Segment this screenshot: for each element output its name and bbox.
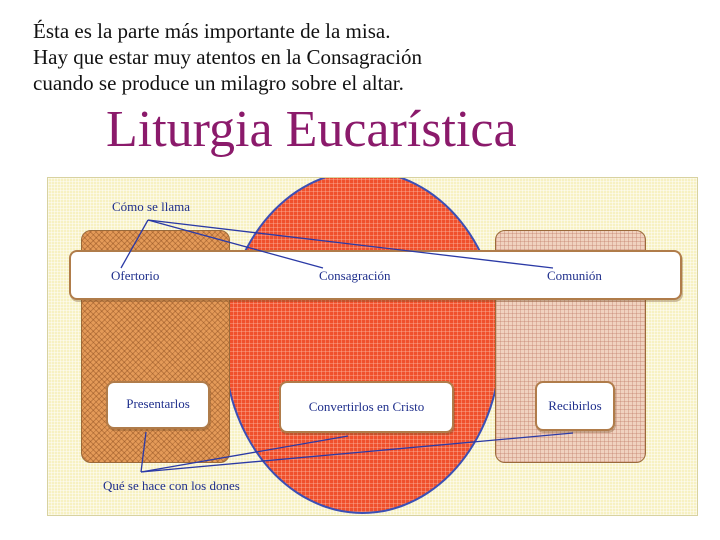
top-category-label: Cómo se llama	[112, 199, 190, 214]
intro-text: Ésta es la parte más importante de la mi…	[33, 18, 553, 96]
connector-top-ofertorio	[120, 219, 149, 269]
intro-line-2: Hay que estar muy atentos en la Consagra…	[33, 45, 422, 69]
action-box-convertirlos: Convertirlos en Cristo	[279, 381, 454, 433]
action-label-convertirlos: Convertirlos en Cristo	[308, 399, 425, 414]
action-box-presentarlos: Presentarlos	[106, 381, 210, 429]
liturgy-diagram: Ofertorio Consagración Comunión Presenta…	[47, 177, 698, 516]
bottom-category-label: Qué se hace con los dones	[103, 478, 240, 493]
action-box-recibirlos: Recibirlos	[535, 381, 615, 431]
intro-line-3: cuando se produce un milagro sobre el al…	[33, 71, 404, 95]
action-label-recibirlos: Recibirlos	[548, 398, 602, 413]
part-name-offertorio: Ofertorio	[111, 268, 160, 283]
part-name-comunion: Comunión	[547, 268, 602, 283]
connector-bottom-recibirlos	[140, 432, 574, 473]
connector-top-comunion	[147, 219, 554, 269]
action-label-presentarlos: Presentarlos	[126, 396, 190, 411]
connector-lines	[120, 219, 574, 473]
intro-line-1: Ésta es la parte más importante de la mi…	[33, 19, 391, 43]
consecration-circle	[223, 178, 502, 514]
parts-banner: Ofertorio Consagración Comunión	[69, 250, 682, 300]
connector-top-consagracion	[147, 219, 324, 269]
connector-bottom-convertirlos	[140, 435, 349, 473]
part-name-consagracion: Consagración	[319, 268, 391, 283]
page-title: Liturgia Eucarística	[106, 101, 517, 158]
connector-bottom-presentarlos	[140, 431, 147, 473]
